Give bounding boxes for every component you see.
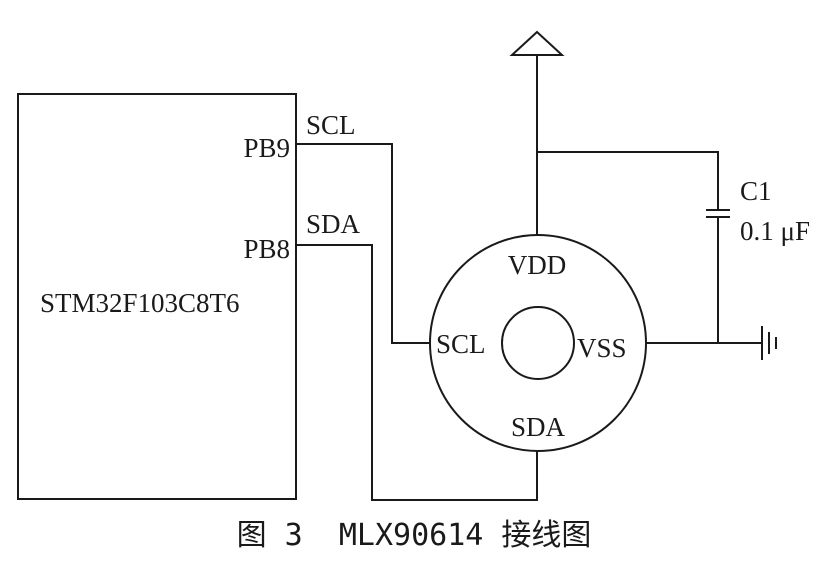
sda-net-label: SDA <box>306 209 361 239</box>
capacitor-ref: C1 <box>740 176 772 206</box>
mcu-block <box>17 93 297 500</box>
capacitor-value: 0.1 μF <box>740 216 810 246</box>
ground-icon <box>761 326 777 360</box>
sensor-pin-sda: SDA <box>511 412 566 442</box>
vcc-supply-arrow-icon <box>509 30 565 56</box>
scl-net-label: SCL <box>306 110 356 140</box>
sensor-pin-vdd: VDD <box>508 250 567 280</box>
mcu-pin-pb8: PB8 <box>243 234 290 264</box>
mcu-pin-pb9: PB9 <box>243 133 290 163</box>
figure-caption: 图 3 MLX90614 接线图 <box>237 518 592 553</box>
sda-wire <box>295 244 538 501</box>
sensor-pin-scl: SCL <box>436 329 486 359</box>
capacitor-top-wire <box>536 151 719 211</box>
mcu-name: STM32F103C8T6 <box>40 288 240 318</box>
scl-wire <box>295 143 431 344</box>
sensor-window <box>501 306 575 380</box>
sensor-pin-vss: VSS <box>577 333 627 363</box>
